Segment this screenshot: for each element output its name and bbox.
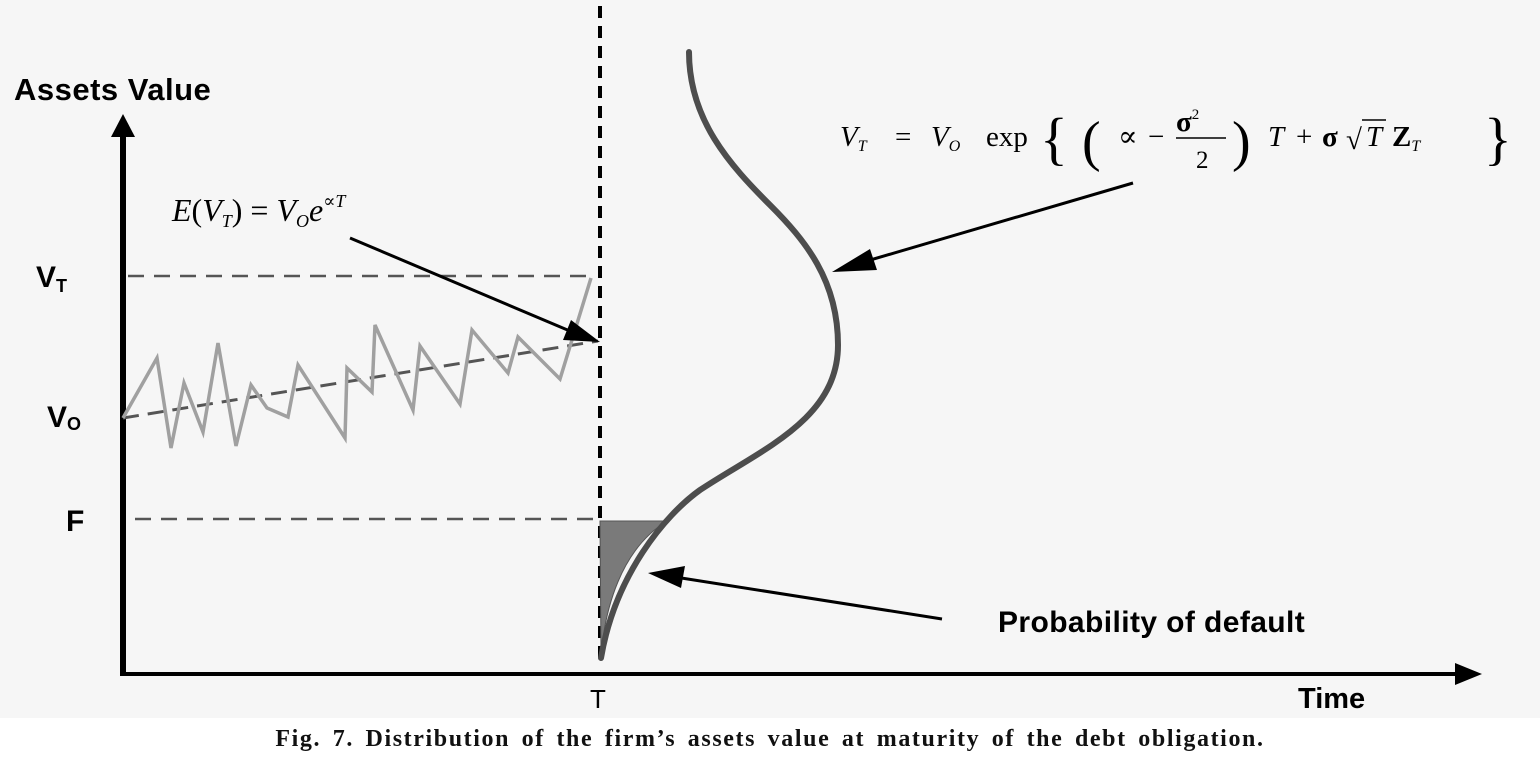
f-label: F — [66, 505, 84, 538]
distribution-curve — [598, 49, 842, 661]
svg-text:T: T — [1268, 121, 1286, 153]
y-axis-arrowhead — [111, 114, 135, 137]
svg-text:exp: exp — [986, 121, 1028, 153]
expected-value-formula: E(VT) = VOe∝T — [171, 191, 347, 231]
svg-text:∝: ∝ — [1118, 121, 1138, 153]
figure-panel — [0, 0, 1540, 718]
svg-text:σ: σ — [1322, 121, 1338, 153]
vt-label: VT — [36, 261, 67, 296]
random-walk-path — [121, 277, 593, 449]
x-axis-arrowhead — [1455, 663, 1482, 685]
svg-text:{: { — [1040, 106, 1068, 171]
svg-text:√: √ — [1346, 124, 1362, 156]
distribution-arrow — [859, 181, 1134, 265]
svg-text:2: 2 — [1196, 147, 1209, 174]
svg-text:VT: VT — [840, 121, 868, 155]
svg-text:σ2: σ2 — [1176, 106, 1199, 138]
probability-of-default-label: Probability of default — [998, 606, 1305, 639]
svg-text:}: } — [1484, 106, 1512, 171]
svg-text:T: T — [1366, 121, 1384, 153]
figure-caption: Fig. 7. Distribution of the firm’s asset… — [275, 726, 1265, 752]
svg-text:): ) — [1232, 111, 1251, 173]
svg-text:VO: VO — [931, 121, 961, 155]
svg-text:(: ( — [1082, 111, 1101, 173]
svg-text:−: − — [1148, 121, 1164, 153]
expected-value-arrow — [349, 236, 578, 336]
distribution-formula: VT = VO exp { ( ∝ − σ2 2 ) T + σ √ T ZT … — [840, 106, 1512, 174]
x-axis-title: Time — [1298, 683, 1365, 715]
diagram: Assets Value Time VT VO F T Probability … — [14, 6, 1512, 715]
svg-text:ZT: ZT — [1392, 121, 1421, 155]
svg-text:=: = — [895, 121, 911, 153]
default-arrowhead — [648, 566, 685, 588]
expected-value-arrowhead — [563, 320, 600, 342]
vo-label: VO — [47, 401, 81, 434]
y-axis-title: Assets Value — [14, 72, 211, 107]
default-arrow — [674, 575, 943, 621]
t-tick-label: T — [590, 684, 606, 714]
default-probability-area — [599, 520, 669, 656]
svg-text:+: + — [1296, 121, 1312, 153]
distribution-arrowhead — [832, 249, 877, 272]
